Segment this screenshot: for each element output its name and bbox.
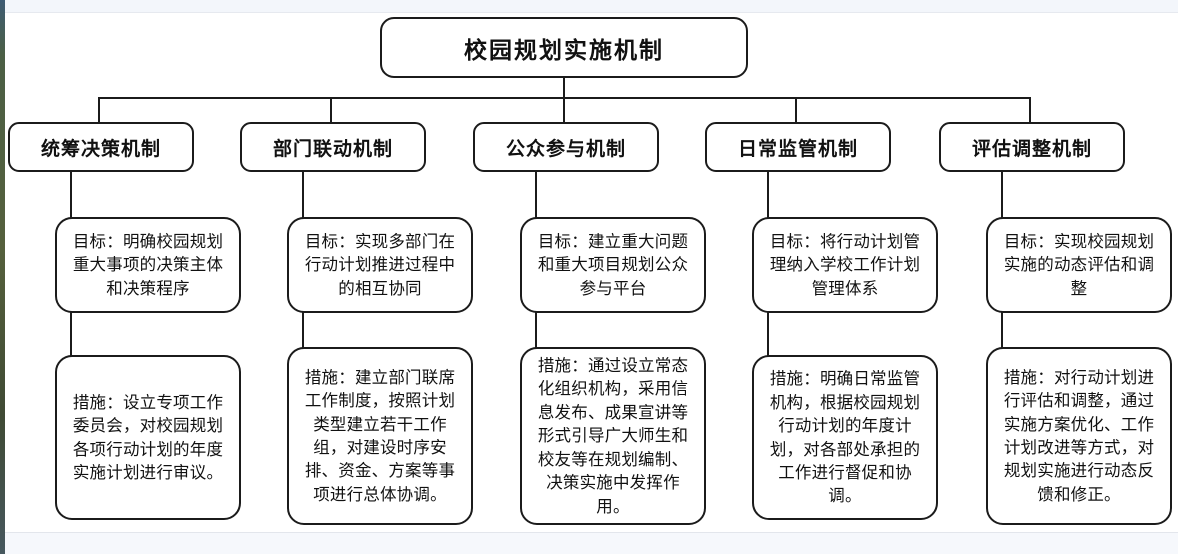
node-goal-text: 目标：实现多部门在行动计划推进过程中的相互协同 [304, 231, 456, 298]
node-goal-tongchou[interactable]: 目标：明确校园规划重大事项的决策主体和决策程序 [55, 217, 241, 313]
node-measure-bumen[interactable]: 措施：建立部门联席工作制度，按照计划类型建立若干工作组，对建设时序安排、资金、方… [287, 347, 473, 525]
node-goal-gongzhong[interactable]: 目标：建立重大问题和重大项目规划公众参与平台 [520, 217, 706, 313]
node-goal-text: 目标：将行动计划管理纳入学校工作计划管理体系 [769, 231, 921, 298]
node-goal-text: 目标：明确校园规划重大事项的决策主体和决策程序 [72, 231, 224, 298]
node-goal-richang[interactable]: 目标：将行动计划管理纳入学校工作计划管理体系 [752, 217, 938, 313]
node-category-label: 评估调整机制 [971, 138, 1092, 160]
node-goal-text: 目标：建立重大问题和重大项目规划公众参与平台 [537, 231, 689, 298]
node-goal-pinggu[interactable]: 目标：实现校园规划实施的动态评估和调整 [986, 217, 1172, 313]
node-category-tongchou[interactable]: 统筹决策机制 [8, 122, 194, 172]
node-measure-text: 措施：设立专项工作委员会，对校园规划各项行动计划的年度实施计划进行审议。 [72, 392, 224, 482]
node-goal-bumen[interactable]: 目标：实现多部门在行动计划推进过程中的相互协同 [287, 217, 473, 313]
node-measure-gongzhong[interactable]: 措施：通过设立常态化组织机构，采用信息发布、成果宣讲等形式引导广大师生和校友等在… [520, 347, 706, 525]
node-root-label: 校园规划实施机制 [464, 37, 664, 63]
page-top-margin [0, 0, 1178, 13]
node-goal-text: 目标：实现校园规划实施的动态评估和调整 [1003, 231, 1155, 298]
node-measure-richang[interactable]: 措施：明确日常监管机构，根据校园规划行动计划的年度计划，对各部处承担的工作进行督… [752, 355, 938, 520]
node-measure-text: 措施：建立部门联席工作制度，按照计划类型建立若干工作组，对建设时序安排、资金、方… [304, 367, 456, 504]
node-category-pinggu[interactable]: 评估调整机制 [939, 122, 1125, 172]
window-edge-strip [0, 0, 5, 554]
node-root[interactable]: 校园规划实施机制 [380, 17, 748, 78]
node-measure-text: 措施：对行动计划进行评估和调整，通过实施方案优化、工作计划改进等方式，对规划实施… [1003, 367, 1155, 504]
node-measure-tongchou[interactable]: 措施：设立专项工作委员会，对校园规划各项行动计划的年度实施计划进行审议。 [55, 355, 241, 520]
node-category-label: 公众参与机制 [505, 138, 626, 160]
node-category-label: 日常监管机制 [737, 138, 858, 160]
node-measure-text: 措施：通过设立常态化组织机构，采用信息发布、成果宣讲等形式引导广大师生和校友等在… [537, 356, 689, 516]
node-category-bumen[interactable]: 部门联动机制 [240, 122, 426, 172]
node-measure-text: 措施：明确日常监管机构，根据校园规划行动计划的年度计划，对各部处承担的工作进行督… [769, 369, 921, 506]
node-measure-pinggu[interactable]: 措施：对行动计划进行评估和调整，通过实施方案优化、工作计划改进等方式，对规划实施… [986, 347, 1172, 525]
node-category-label: 部门联动机制 [272, 138, 393, 160]
page-bottom-margin [0, 532, 1178, 554]
node-category-label: 统筹决策机制 [40, 138, 161, 160]
node-category-gongzhong[interactable]: 公众参与机制 [473, 122, 659, 172]
node-category-richang[interactable]: 日常监管机制 [705, 122, 891, 172]
